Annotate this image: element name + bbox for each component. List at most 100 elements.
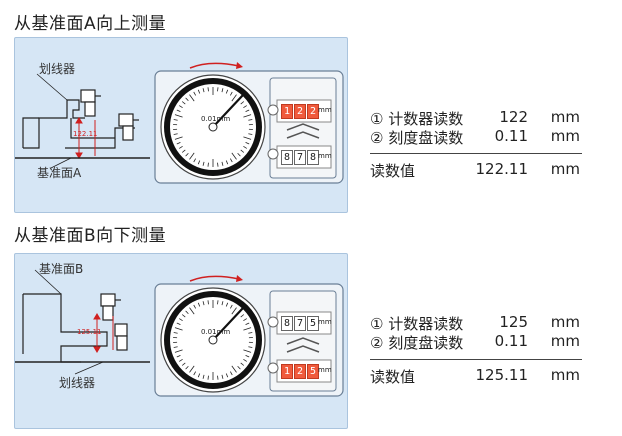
section-b-heading: 从基准面B向下测量	[14, 226, 167, 246]
dial-tick	[173, 119, 178, 121]
dial-tick	[174, 114, 183, 118]
counter-digit: 2	[307, 104, 319, 119]
dimension-value: 122.11	[73, 130, 98, 138]
dial-tick	[225, 302, 229, 307]
dial-tick	[197, 89, 201, 94]
dial-tick	[240, 314, 245, 318]
dial-tick	[245, 322, 250, 326]
counter-unit: mm	[318, 106, 332, 114]
dial-tick	[189, 365, 195, 373]
sum-rule	[370, 359, 582, 360]
reading-counter: ① 计数器读数 125 mm	[370, 313, 580, 333]
dial-tick	[207, 300, 209, 305]
counter-bottom: 8 7 8	[281, 150, 320, 165]
counter-digit: 7	[294, 150, 306, 165]
dial-tick	[225, 373, 229, 378]
counter-digit: 2	[294, 104, 306, 119]
counter-unit: mm	[318, 152, 332, 160]
dial-tick	[207, 87, 209, 92]
dial-tick	[245, 109, 250, 113]
dial-tick	[217, 300, 219, 305]
dial-tick	[243, 318, 247, 322]
total-unit: mm	[550, 366, 580, 384]
reading-counter: ① 计数器读数 122 mm	[370, 108, 580, 128]
dial-tick	[231, 307, 237, 315]
dial-tick	[217, 375, 219, 380]
reading-dial: ② 刻度盘读数 0.11 mm	[370, 332, 580, 352]
reading-label: ② 刻度盘读数	[370, 334, 464, 352]
base-label: 基准面A	[37, 166, 82, 180]
total-value: 122.11	[475, 160, 529, 178]
counter-digit: 7	[294, 316, 306, 331]
dial-tick	[240, 149, 245, 153]
dial-tick	[221, 374, 224, 379]
dial-tick	[173, 133, 178, 135]
dial-tick	[181, 101, 186, 105]
dial-tick	[240, 362, 245, 366]
dimension-arrows	[93, 313, 114, 353]
dial-tick	[225, 89, 229, 94]
counter-digit: 8	[281, 150, 293, 165]
dial-tick	[221, 88, 224, 93]
reading-total: 读数值 122.11 mm	[370, 160, 580, 180]
dial-tick	[189, 307, 195, 315]
section-a-heading: 从基准面A向上测量	[14, 14, 167, 34]
reading-unit: mm	[550, 313, 580, 331]
dial-tick	[245, 141, 250, 145]
dial-tick	[179, 145, 183, 149]
reading-dial: ② 刻度盘读数 0.11 mm	[370, 127, 580, 147]
dial-unit-label: 0.01mm	[201, 115, 231, 123]
dial-tick	[225, 160, 229, 165]
dial-tick	[237, 152, 241, 157]
dial-tick	[243, 105, 247, 109]
dial-tick	[221, 301, 224, 306]
dial-tick	[176, 322, 181, 326]
dial-tick	[243, 145, 247, 149]
counter-unit: mm	[318, 318, 332, 326]
dial-tick	[202, 301, 205, 306]
dial-tick	[248, 346, 253, 348]
dial-tick	[217, 87, 219, 92]
reading-unit: mm	[550, 108, 580, 126]
dial-tick	[193, 304, 197, 309]
dial-tick	[243, 349, 252, 353]
reading-value: 0.11	[494, 332, 528, 350]
dial-tick	[202, 88, 205, 93]
scriber-label: 划线器	[59, 376, 96, 390]
reading-label: ② 刻度盘读数	[370, 129, 464, 147]
dial-tick	[231, 94, 237, 102]
dial-tick	[221, 161, 224, 166]
dial-tick	[193, 158, 197, 163]
dial-tick	[185, 365, 189, 370]
reading-label: ① 计数器读数	[370, 315, 464, 333]
counter-digit: 1	[281, 104, 293, 119]
dial-tick	[248, 119, 253, 121]
dial-tick	[189, 152, 195, 160]
dial-tick	[179, 318, 183, 322]
dial-tick	[197, 302, 201, 307]
scriber-label: 划线器	[39, 62, 76, 76]
dial-tick	[248, 133, 253, 135]
dial-tick	[229, 304, 233, 309]
dial-tick	[237, 365, 241, 370]
section-a-illustration: 划线器 基准面A 122.11 0.01mm 1 2 2 mm 8 7 8 mm	[14, 37, 348, 213]
counter-digit: 5	[307, 364, 319, 379]
dial-tick	[176, 354, 181, 358]
dial-tick	[185, 310, 189, 315]
dial-tick	[202, 161, 205, 166]
counter-digit: 8	[281, 316, 293, 331]
dial-tick	[174, 327, 183, 331]
dial-tick	[179, 105, 183, 109]
base-label: 基准面B	[39, 262, 84, 276]
dial-tick	[185, 152, 189, 157]
dial-tick	[243, 358, 247, 362]
reading-total: 读数值 125.11 mm	[370, 366, 580, 386]
dial-tick	[174, 136, 183, 140]
dial-tick	[173, 332, 178, 334]
dial-tick	[176, 109, 181, 113]
counter-digit: 1	[281, 364, 293, 379]
dial-tick	[229, 158, 233, 163]
dial-tick	[179, 358, 183, 362]
dial-ticks	[173, 87, 253, 167]
dial-tick	[174, 349, 183, 353]
